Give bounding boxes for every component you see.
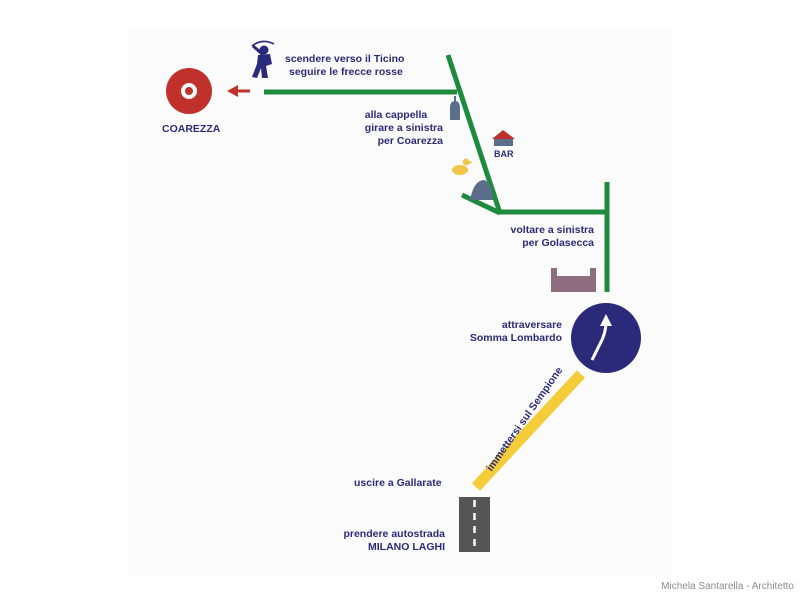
bar-label: BAR — [494, 149, 514, 159]
highway-sempione — [471, 370, 586, 491]
chapel-line-2: girare a sinistra — [364, 122, 443, 134]
ticino-line-2: seguire le frecce rosse — [289, 66, 403, 78]
route-lines — [264, 54, 610, 292]
destination-label: COAREZZA — [162, 123, 221, 135]
turn-line-1: voltare a sinistra — [510, 224, 594, 236]
exit-label: uscire a Gallarate — [354, 477, 442, 489]
route-segment-descent — [445, 54, 503, 214]
roundabout-arrow-icon — [571, 303, 641, 373]
chapel-line-1: alla cappella — [364, 109, 428, 121]
chapel-icon — [450, 96, 460, 120]
chapel-note: alla cappella girare a sinistra per Coar… — [365, 109, 443, 148]
hill-icon — [470, 180, 493, 200]
route-segment-chapel-left — [460, 192, 502, 216]
red-arrow-icon — [227, 85, 250, 97]
map-panel — [129, 28, 671, 576]
chapel-line-3: per Coarezza — [377, 135, 443, 147]
motorway-line-1: prendere autostrada — [343, 528, 445, 540]
golfer-icon — [251, 40, 275, 78]
target-icon — [166, 68, 212, 114]
turn-line-2: per Golasecca — [522, 237, 594, 249]
ticino-line-1: scendere verso il Ticino — [285, 53, 405, 65]
motorway-icon — [459, 497, 490, 552]
cross-note: attraversare Somma Lombardo — [470, 319, 562, 345]
bar-house-icon — [492, 130, 515, 146]
ticino-note: scendere verso il Ticino seguire le frec… — [285, 53, 404, 79]
duck-icon — [452, 158, 473, 175]
motorway-line-2: MILANO LAGHI — [368, 541, 445, 553]
castle-icon — [551, 268, 596, 292]
credit-text: Michela Santarella - Architetto — [661, 581, 794, 592]
turn-note: voltare a sinistra per Golasecca — [511, 224, 594, 250]
cross-line-2: Somma Lombardo — [469, 332, 562, 344]
motorway-note: prendere autostrada MILANO LAGHI — [343, 528, 445, 554]
cross-line-1: attraversare — [501, 319, 562, 331]
